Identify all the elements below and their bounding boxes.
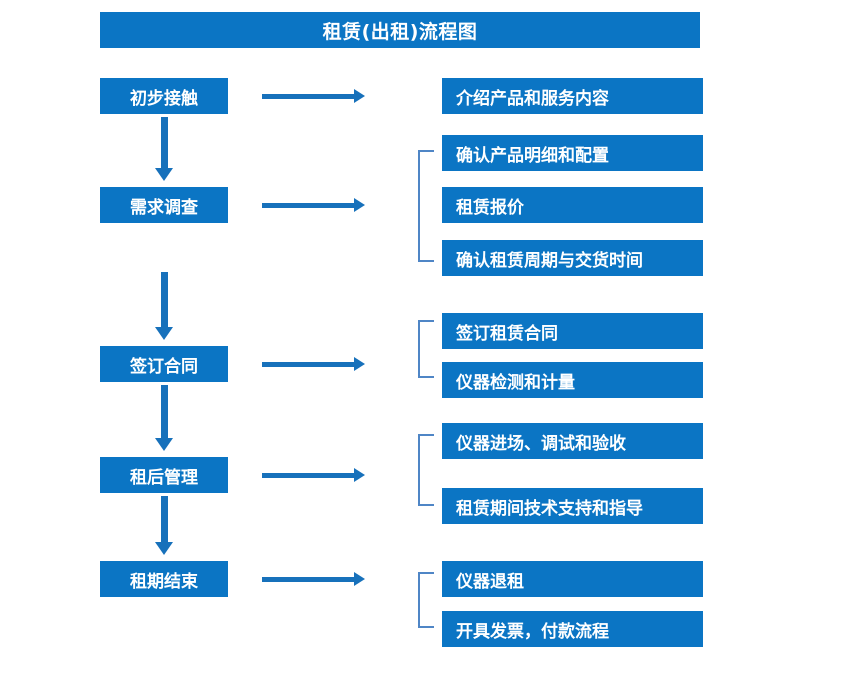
down-arrow-icon-2: [155, 272, 173, 340]
detail-node-label: 介绍产品和服务内容: [456, 88, 609, 109]
detail-node-10[interactable]: 开具发票，付款流程: [442, 611, 703, 647]
detail-node-label: 租赁报价: [456, 197, 524, 218]
down-arrow-icon-3: [155, 385, 173, 451]
detail-node-label: 租赁期间技术支持和指导: [456, 498, 643, 519]
stage-node-chubu-jiechu[interactable]: 初步接触: [100, 78, 228, 114]
down-arrow-icon-1: [155, 117, 173, 181]
right-arrow-icon-5: [262, 572, 365, 586]
group-bracket-requirements: [418, 150, 434, 262]
stage-node-zuhou-guanli[interactable]: 租后管理: [100, 457, 228, 493]
group-bracket-termination: [418, 572, 434, 628]
detail-node-1[interactable]: 介绍产品和服务内容: [442, 78, 703, 114]
detail-node-label: 签订租赁合同: [456, 323, 558, 344]
detail-node-label: 仪器检测和计量: [456, 372, 575, 393]
stage-node-zuqi-jieshu[interactable]: 租期结束: [100, 561, 228, 597]
detail-node-5[interactable]: 签订租赁合同: [442, 313, 703, 349]
detail-node-label: 确认产品明细和配置: [456, 145, 609, 166]
detail-node-3[interactable]: 租赁报价: [442, 187, 703, 223]
right-arrow-icon-2: [262, 198, 365, 212]
group-bracket-contract: [418, 320, 434, 378]
detail-node-label: 开具发票，付款流程: [456, 621, 609, 642]
stage-node-xuqiu-diaocha[interactable]: 需求调查: [100, 187, 228, 223]
detail-node-label: 仪器退租: [456, 571, 524, 592]
group-bracket-management: [418, 434, 434, 506]
stage-node-qianding-hetong[interactable]: 签订合同: [100, 346, 228, 382]
stage-node-label: 签订合同: [130, 356, 198, 377]
stage-node-label: 租期结束: [130, 571, 198, 592]
page-title: 租赁(出租)流程图: [100, 12, 700, 48]
detail-node-7[interactable]: 仪器进场、调试和验收: [442, 423, 703, 459]
right-arrow-icon-3: [262, 357, 365, 371]
detail-node-4[interactable]: 确认租赁周期与交货时间: [442, 240, 703, 276]
right-arrow-icon-4: [262, 468, 365, 482]
detail-node-8[interactable]: 租赁期间技术支持和指导: [442, 488, 703, 524]
detail-node-label: 仪器进场、调试和验收: [456, 433, 626, 454]
detail-node-9[interactable]: 仪器退租: [442, 561, 703, 597]
stage-node-label: 需求调查: [130, 197, 198, 218]
detail-node-label: 确认租赁周期与交货时间: [456, 250, 643, 271]
right-arrow-icon-1: [262, 89, 365, 103]
detail-node-2[interactable]: 确认产品明细和配置: [442, 135, 703, 171]
detail-node-6[interactable]: 仪器检测和计量: [442, 362, 703, 398]
down-arrow-icon-4: [155, 496, 173, 555]
stage-node-label: 租后管理: [130, 467, 198, 488]
stage-node-label: 初步接触: [130, 88, 198, 109]
